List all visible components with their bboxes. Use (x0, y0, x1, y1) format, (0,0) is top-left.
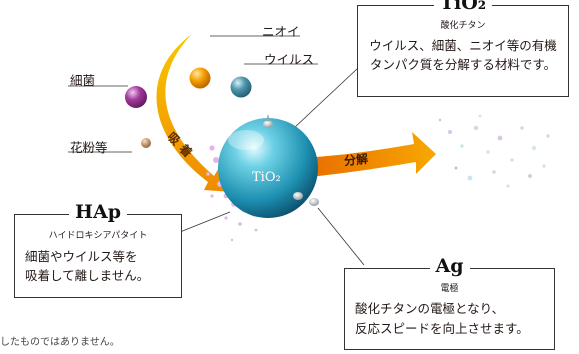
decompose-arrow (300, 132, 436, 178)
kafun-sphere (141, 138, 151, 148)
nioi-sphere (189, 67, 211, 89)
tio2-info-box: TiO₂ 酸化チタン ウイルス、細菌、ニオイ等の有機 タンパク質を分解する材料で… (357, 0, 569, 97)
label-decompose: 分解 (343, 151, 369, 169)
hap-desc-line1: 細菌やウイルス等を (25, 249, 138, 264)
label-saikin: 細菌 (70, 73, 96, 88)
label-nioi: ニオイ (262, 24, 300, 39)
hap-desc-line2: 吸着して離しません。 (25, 268, 150, 283)
ag-desc-line1: 酸化チタンの電極となり、 (355, 301, 505, 316)
footnote-text: したものではありません。 (0, 337, 120, 348)
label-kafun: 花粉等 (70, 140, 108, 155)
hap-title: HAp (69, 201, 127, 223)
ag-nodes (263, 114, 319, 206)
hap-subtitle: ハイドロキシアパタイト (48, 231, 148, 241)
hap-info-box: HAp ハイドロキシアパタイト 細菌やウイルス等を 吸着して離しません。 (14, 201, 182, 298)
ag-title: Ag (429, 255, 470, 277)
saikin-sphere (125, 86, 147, 108)
label-ball-tio2: TiO₂ (252, 170, 281, 185)
label-virus: ウイルス (264, 52, 315, 67)
leader-line-tio2 (293, 67, 359, 129)
ag-info-box: Ag 電極 酸化チタンの電極となり、 反応スピードを向上させます。 (344, 255, 555, 350)
tio2-title: TiO₂ (433, 0, 493, 14)
tio2-ball (218, 118, 318, 218)
leader-line-hap (179, 211, 231, 233)
ball-highlight (228, 130, 264, 150)
tio2-desc-line2: タンパク質を分解する材料です。 (369, 57, 557, 72)
leader-line-ag (317, 207, 365, 266)
tio2-desc-line1: ウイルス、細菌、ニオイ等の有機 (369, 38, 557, 53)
leader-lines (68, 35, 365, 266)
tio2-subtitle: 酸化チタン (440, 21, 486, 31)
virus-sphere (230, 76, 252, 98)
decomposed-particles (438, 114, 550, 188)
ag-subtitle: 電極 (440, 284, 459, 294)
ag-desc-line2: 反応スピードを向上させます。 (355, 321, 529, 336)
